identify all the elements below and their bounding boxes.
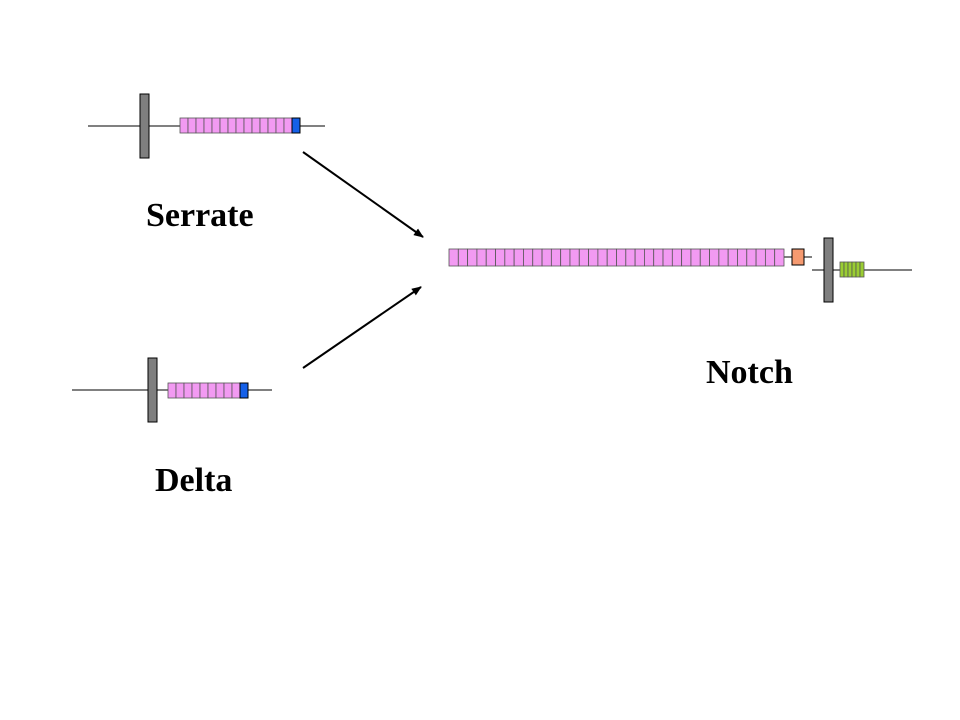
egf-repeat bbox=[569, 248, 580, 267]
egf-repeat bbox=[215, 382, 225, 399]
egf-repeat bbox=[187, 117, 197, 134]
egf-repeat bbox=[532, 248, 543, 267]
serrate-label: Serrate bbox=[146, 197, 254, 234]
egf-repeat bbox=[550, 248, 562, 267]
egf-repeat bbox=[625, 248, 636, 267]
notch-membrane bbox=[823, 237, 834, 303]
egf-repeat bbox=[211, 117, 221, 134]
delta-to-notch-arrow bbox=[302, 286, 422, 369]
delta-membrane bbox=[147, 357, 158, 423]
egf-repeat bbox=[588, 248, 599, 267]
egf-repeat bbox=[616, 248, 627, 267]
delta-dsl-domain bbox=[239, 382, 249, 399]
egf-repeat bbox=[746, 248, 757, 267]
egf-repeat bbox=[690, 248, 701, 267]
egf-repeat bbox=[597, 248, 608, 267]
delta-protein bbox=[72, 357, 272, 423]
egf-repeat bbox=[709, 248, 720, 267]
egf-repeat bbox=[259, 117, 269, 134]
egf-repeat bbox=[175, 382, 185, 399]
egf-repeat bbox=[203, 117, 213, 134]
notch-ankyrin-repeats bbox=[839, 261, 865, 278]
egf-repeat bbox=[606, 248, 617, 267]
egf-repeat bbox=[231, 382, 241, 399]
egf-repeat bbox=[199, 382, 209, 399]
notch-lnr-domain bbox=[791, 248, 805, 266]
egf-repeat bbox=[207, 382, 217, 399]
egf-repeat bbox=[653, 248, 664, 267]
notch-egf-repeats bbox=[448, 248, 785, 267]
egf-repeat bbox=[183, 382, 193, 399]
egf-repeat bbox=[737, 248, 748, 267]
egf-repeat bbox=[191, 382, 201, 399]
ankyrin-repeat bbox=[847, 261, 853, 278]
egf-repeat bbox=[644, 248, 655, 267]
egf-repeat bbox=[235, 117, 245, 134]
ankyrin-repeat bbox=[843, 261, 849, 278]
egf-repeat bbox=[448, 248, 459, 267]
egf-repeat bbox=[275, 117, 285, 134]
egf-repeat bbox=[774, 248, 785, 267]
delta-egf-repeats bbox=[167, 382, 241, 399]
notch-protein bbox=[448, 237, 912, 303]
egf-repeat bbox=[251, 117, 261, 134]
delta-label: Delta bbox=[155, 462, 233, 499]
serrate-protein bbox=[88, 93, 325, 159]
egf-repeat bbox=[476, 248, 487, 267]
serrate-dsl-domain bbox=[291, 117, 301, 134]
egf-repeat bbox=[495, 248, 506, 267]
egf-repeat bbox=[467, 248, 478, 267]
ankyrin-repeat bbox=[839, 261, 845, 278]
egf-repeat bbox=[179, 117, 189, 134]
egf-repeat bbox=[560, 248, 571, 267]
ankyrin-repeat bbox=[859, 261, 865, 278]
notch-label: Notch bbox=[706, 354, 793, 391]
egf-repeat bbox=[283, 117, 293, 134]
ankyrin-repeat bbox=[855, 261, 861, 278]
egf-repeat bbox=[513, 248, 524, 267]
egf-repeat bbox=[718, 248, 729, 267]
serrate-to-notch-arrow bbox=[302, 151, 424, 238]
egf-repeat bbox=[243, 117, 253, 134]
egf-repeat bbox=[227, 117, 237, 134]
egf-repeat bbox=[727, 248, 738, 267]
serrate-membrane bbox=[139, 93, 150, 159]
egf-repeat bbox=[662, 248, 673, 267]
egf-repeat bbox=[195, 117, 205, 134]
egf-repeat bbox=[485, 248, 496, 267]
egf-repeat bbox=[223, 382, 233, 399]
egf-repeat bbox=[671, 248, 683, 267]
egf-repeat bbox=[681, 248, 692, 267]
egf-repeat bbox=[699, 248, 710, 267]
egf-repeat bbox=[219, 117, 229, 134]
egf-repeat bbox=[504, 248, 515, 267]
egf-repeat bbox=[523, 248, 534, 267]
serrate-egf-repeats bbox=[179, 117, 293, 134]
egf-repeat bbox=[755, 248, 766, 267]
egf-repeat bbox=[457, 248, 469, 267]
egf-repeat bbox=[578, 248, 589, 267]
egf-repeat bbox=[541, 248, 552, 267]
egf-repeat bbox=[764, 248, 776, 267]
egf-repeat bbox=[167, 382, 177, 399]
egf-repeat bbox=[634, 248, 645, 267]
ankyrin-repeat bbox=[851, 261, 857, 278]
egf-repeat bbox=[267, 117, 277, 134]
